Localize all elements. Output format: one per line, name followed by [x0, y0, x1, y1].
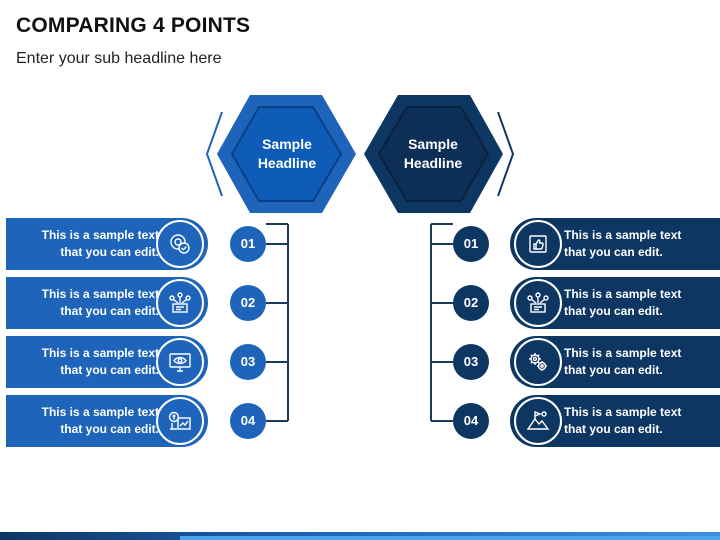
right-item-1: This is a sample text that you can edit.	[510, 218, 720, 270]
left-item-2: This is a sample text that you can edit.	[6, 277, 208, 329]
left-item-4-text: This is a sample text that you can edit.	[41, 405, 159, 436]
right-number-1: 01	[453, 226, 489, 262]
right-item-4-text: This is a sample text that you can edit.	[564, 405, 682, 436]
mountain-flag-icon	[514, 397, 562, 445]
thumbs-up-icon	[514, 220, 562, 268]
right-connectors	[430, 223, 453, 422]
right-item-2-text: This is a sample text that you can edit.	[564, 287, 682, 318]
left-number-3: 03	[230, 344, 266, 380]
left-item-3: This is a sample text that you can edit.	[6, 336, 208, 388]
right-item-1-text: This is a sample text that you can edit.	[564, 228, 682, 259]
right-item-2: This is a sample text that you can edit.	[510, 277, 720, 329]
right-item-3-text: This is a sample text that you can edit.	[564, 346, 682, 377]
right-number-3: 03	[453, 344, 489, 380]
network-box-icon	[156, 279, 204, 327]
left-number-2: 02	[230, 285, 266, 321]
dollar-chart-icon	[156, 397, 204, 445]
left-connectors	[266, 223, 289, 422]
right-number-2: 02	[453, 285, 489, 321]
left-headline: Sample Headline	[257, 136, 317, 171]
network-box-icon	[514, 279, 562, 327]
right-chevron	[497, 111, 515, 197]
left-number-1: 01	[230, 226, 266, 262]
left-item-2-text: This is a sample text that you can edit.	[41, 287, 159, 318]
left-item-1-text: This is a sample text that you can edit.	[41, 228, 159, 259]
right-headline: Sample Headline	[403, 136, 463, 171]
left-chevron	[205, 111, 223, 197]
footer-accent-light	[180, 536, 720, 540]
right-item-3: This is a sample text that you can edit.	[510, 336, 720, 388]
gears-icon	[514, 338, 562, 386]
money-gear-icon	[156, 220, 204, 268]
left-item-4: This is a sample text that you can edit.	[6, 395, 208, 447]
monitor-eye-icon	[156, 338, 204, 386]
page-title: COMPARING 4 POINTS	[16, 14, 251, 37]
left-number-4: 04	[230, 403, 266, 439]
left-item-1: This is a sample text that you can edit.	[6, 218, 208, 270]
right-number-4: 04	[453, 403, 489, 439]
right-hexagon-inner	[377, 106, 490, 202]
left-hexagon-inner	[230, 106, 343, 202]
right-item-4: This is a sample text that you can edit.	[510, 395, 720, 447]
page-subtitle: Enter your sub headline here	[16, 50, 222, 67]
left-item-3-text: This is a sample text that you can edit.	[41, 346, 159, 377]
footer-accent-bar	[0, 532, 720, 540]
